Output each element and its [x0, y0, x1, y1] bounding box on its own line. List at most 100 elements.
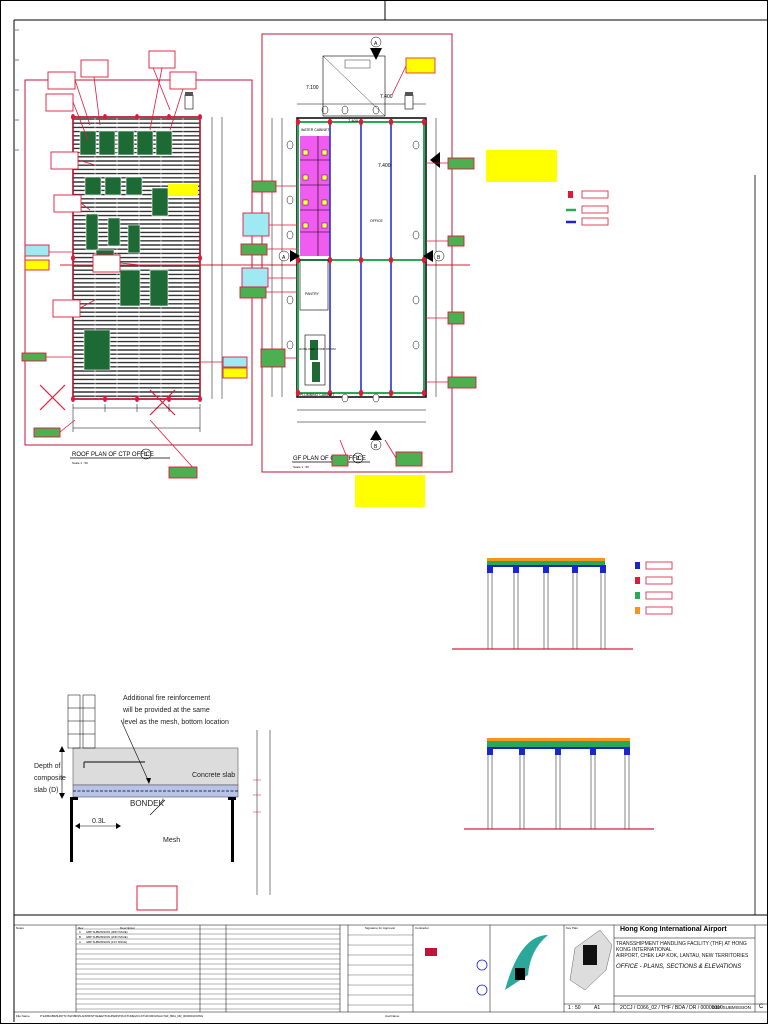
- room-pantry: PANTRY: [305, 292, 320, 296]
- callout-box: [241, 267, 269, 288]
- elev-b-column-head: [624, 749, 630, 755]
- elev-b-column-head: [519, 749, 525, 755]
- roof-column: [103, 114, 107, 120]
- level-a: 7.100: [306, 85, 319, 91]
- callout-box: [251, 180, 277, 193]
- concrete-slab-label: Concrete slab: [192, 772, 235, 779]
- drawing-number: 2CCJ / C066_02 / THF / BDA / DR / 000000…: [620, 1005, 723, 1011]
- rev-row-2: GBP SUBMISSION (2ND ISSUE): [86, 935, 128, 939]
- section-mark-3: A: [282, 255, 286, 261]
- gf-column: [388, 256, 394, 264]
- bondek-detail: [59, 694, 239, 862]
- leader-line: [384, 439, 397, 459]
- callout-box: [331, 454, 349, 467]
- downpipe-1: [184, 94, 194, 110]
- desc-heading: Description: [120, 926, 136, 930]
- roof-column: [167, 396, 171, 402]
- leader-line: [80, 202, 91, 211]
- key-plan-graphic: [569, 929, 613, 991]
- grid-bubble: [286, 195, 294, 205]
- mesh-label: Mesh: [163, 837, 180, 844]
- contractor-heading: Contractor: [415, 926, 430, 930]
- roof-equipment: [84, 176, 102, 196]
- gf-columns: [71, 105, 427, 403]
- leader-line: [93, 76, 101, 126]
- room-water-cabinet: WATER CABINET: [301, 128, 330, 132]
- callout-box: [447, 235, 465, 247]
- roof-column: [167, 114, 171, 120]
- gf-plan-scale: Scale 1 : 50: [293, 465, 309, 469]
- callout-box: [222, 367, 248, 379]
- roof-column: [135, 114, 139, 120]
- gf-plan-title: GF PLAN OF CTP OFFICE: [293, 456, 366, 462]
- toilet-partitions: [300, 136, 330, 256]
- elev-b-column-head: [555, 749, 561, 755]
- grid-bubble: [412, 295, 420, 305]
- cross-mark-1b: [39, 384, 66, 411]
- callout-box: [53, 194, 82, 213]
- pantry-room: [299, 259, 329, 311]
- downpipe-2: [404, 94, 414, 110]
- revision-letter: C: [759, 1004, 764, 1010]
- callout-box: [242, 212, 270, 237]
- grid-bubble: [286, 140, 294, 150]
- callout-box: [92, 254, 121, 273]
- gf-title-number: 2: [357, 456, 360, 462]
- file-name-value: P:\HKBA\BIM\HKPTL\THF\BD\PLAN\PRINT\SHEE…: [40, 1014, 204, 1018]
- elev-a-column-head: [600, 565, 606, 573]
- rev-row-3-code: A: [79, 940, 81, 944]
- roof-equipment: [117, 130, 135, 156]
- detail-callout-box: [136, 885, 178, 911]
- callout-box: [447, 311, 465, 325]
- level-d: 7.400: [348, 118, 359, 123]
- leader-line: [77, 159, 96, 166]
- elev-b-column-head: [487, 749, 493, 755]
- callout-box: [168, 466, 198, 479]
- room-hose-reel: HOSE REEL PUMP ROOM: [299, 347, 336, 351]
- roof-equipment: [119, 269, 141, 307]
- roof-equipment: [83, 329, 111, 371]
- airport-logo: [505, 935, 548, 990]
- grid-bubble: [286, 340, 294, 350]
- pump-1: [310, 340, 318, 360]
- roof-equipment: [125, 176, 143, 196]
- elev-a-column-head: [513, 565, 519, 573]
- leader-line: [149, 67, 163, 131]
- elevation-b-columns: [487, 749, 630, 829]
- roof-column: [71, 396, 75, 402]
- legend-plan: [566, 190, 609, 226]
- roof-title-bubble: [140, 448, 152, 460]
- callout-box: [240, 243, 268, 256]
- grid-bubble: [412, 340, 420, 350]
- callout-box: [47, 71, 76, 90]
- section-mark-4: B: [437, 255, 441, 261]
- gf-column: [358, 256, 364, 264]
- callout-box: [222, 356, 248, 368]
- sig-heading: Signature for Approval: [365, 926, 395, 930]
- scale-value: 1 : 50: [568, 1005, 581, 1011]
- roof-column: [103, 396, 107, 402]
- margin-marks: [15, 29, 19, 151]
- roof-column: [198, 255, 202, 261]
- toilet-area: [300, 136, 330, 256]
- rev-row-3: GBP SUBMISSION (1ST ISSUE): [86, 940, 128, 944]
- gf-column: [421, 118, 427, 126]
- leader-line: [149, 419, 198, 473]
- depth-label-1: Depth of: [34, 763, 61, 770]
- fire-note-line-1: Additional fire reinforcement: [123, 695, 210, 702]
- notes-heading: Notes: [16, 926, 24, 930]
- roof-equipment: [104, 176, 122, 196]
- gf-column: [421, 256, 427, 264]
- downpipe-1-cap: [185, 92, 193, 96]
- callout-box: [169, 71, 197, 90]
- leader-line: [59, 419, 76, 433]
- highlight-box-1: [486, 150, 557, 182]
- grid-bubble: [412, 230, 420, 240]
- drawing-title: OFFICE - PLANS, SECTIONS & ELEVATIONS: [616, 964, 742, 970]
- client-name: Hong Kong International Airport: [620, 926, 727, 933]
- roof-column: [135, 396, 139, 402]
- grid-bubble: [412, 140, 420, 150]
- leader-line: [391, 65, 407, 96]
- roof-column: [71, 255, 75, 261]
- leader-line: [169, 88, 184, 131]
